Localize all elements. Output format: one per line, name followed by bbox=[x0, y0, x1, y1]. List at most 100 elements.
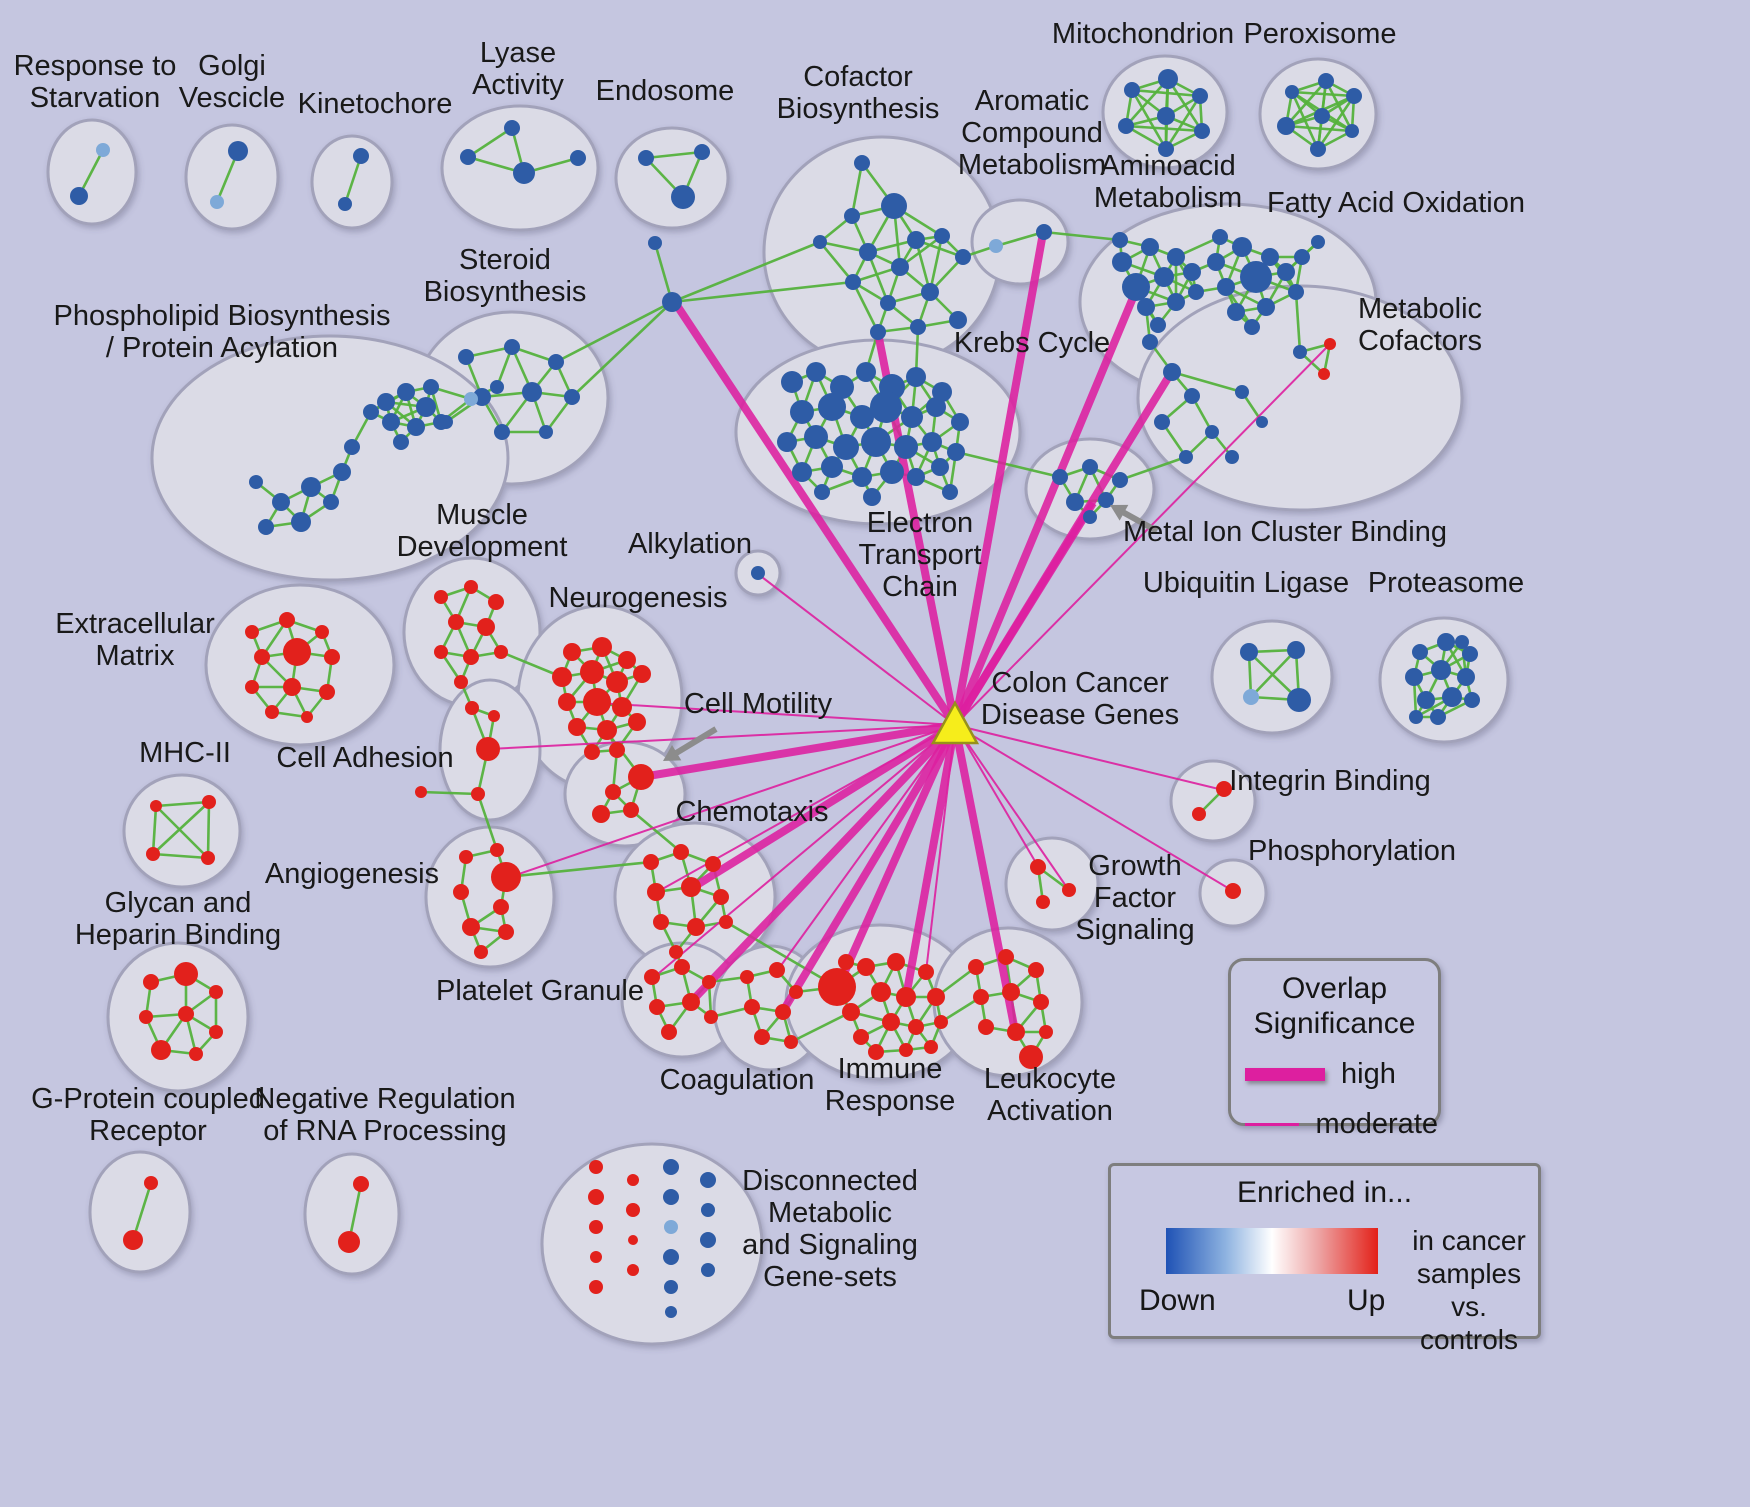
endosome-node[interactable] bbox=[694, 144, 710, 160]
negative-regulation-rna-processing-node[interactable] bbox=[353, 1176, 369, 1192]
disconnected-gene-sets-node[interactable] bbox=[663, 1189, 679, 1205]
ubiquitin-ligase-node[interactable] bbox=[1240, 643, 1258, 661]
negative-regulation-rna-processing-node[interactable] bbox=[338, 1231, 360, 1253]
proteasome-node[interactable] bbox=[1457, 668, 1475, 686]
lyase-activity-node[interactable] bbox=[513, 162, 535, 184]
neurogenesis-node[interactable] bbox=[628, 713, 646, 731]
immune-response-node[interactable] bbox=[918, 964, 934, 980]
proteasome-node[interactable] bbox=[1412, 644, 1428, 660]
neurogenesis-node[interactable] bbox=[584, 744, 600, 760]
muscle-development-node[interactable] bbox=[448, 614, 464, 630]
neurogenesis-node[interactable] bbox=[609, 742, 625, 758]
neurogenesis-node[interactable] bbox=[580, 660, 604, 684]
platelet-granule-node[interactable] bbox=[649, 999, 665, 1015]
fatty-acid-oxidation-node[interactable] bbox=[1232, 237, 1252, 257]
mhc-ii-node[interactable] bbox=[202, 795, 216, 809]
immune-response-node[interactable] bbox=[934, 1015, 948, 1029]
glycan-heparin-binding-node[interactable] bbox=[209, 985, 223, 999]
leukocyte-activation-node[interactable] bbox=[1039, 1025, 1053, 1039]
phospholipid-biosynthesis-node[interactable] bbox=[291, 512, 311, 532]
aminoacid-metabolism-node[interactable] bbox=[1137, 298, 1155, 316]
aromatic-compound-metabolism-node[interactable] bbox=[1036, 224, 1052, 240]
chemotaxis-node[interactable] bbox=[653, 914, 669, 930]
leukocyte-activation-node[interactable] bbox=[1007, 1023, 1025, 1041]
fatty-acid-oxidation-node[interactable] bbox=[1277, 263, 1295, 281]
disconnected-gene-sets-node[interactable] bbox=[700, 1172, 716, 1188]
ubiquitin-ligase-node[interactable] bbox=[1243, 689, 1259, 705]
coagulation-node[interactable] bbox=[784, 1035, 798, 1049]
response-to-starvation-node[interactable] bbox=[70, 187, 88, 205]
extracellular-matrix-node[interactable] bbox=[245, 680, 259, 694]
leukocyte-activation-node[interactable] bbox=[1019, 1045, 1043, 1069]
connector-node[interactable] bbox=[648, 236, 662, 250]
metabolic-cofactors-node[interactable] bbox=[1142, 334, 1158, 350]
disconnected-gene-sets-node[interactable] bbox=[626, 1203, 640, 1217]
chemotaxis-node[interactable] bbox=[643, 854, 659, 870]
metal-ion-cluster-binding-node[interactable] bbox=[1082, 459, 1098, 475]
phospholipid-biosynthesis-node[interactable] bbox=[397, 383, 415, 401]
platelet-granule-node[interactable] bbox=[682, 993, 700, 1011]
golgi-vescicle-node[interactable] bbox=[210, 195, 224, 209]
g-protein-coupled-receptor-node[interactable] bbox=[123, 1230, 143, 1250]
growth-factor-signaling-node[interactable] bbox=[1030, 859, 1046, 875]
cell-adhesion-node[interactable] bbox=[471, 787, 485, 801]
electron-transport-chain-node[interactable] bbox=[830, 375, 854, 399]
aminoacid-metabolism-node[interactable] bbox=[1167, 248, 1185, 266]
fatty-acid-oxidation-node[interactable] bbox=[1261, 248, 1279, 266]
extracellular-matrix-node[interactable] bbox=[245, 625, 259, 639]
extracellular-matrix-node[interactable] bbox=[265, 705, 279, 719]
ubiquitin-ligase-node[interactable] bbox=[1287, 688, 1311, 712]
phospholipid-biosynthesis-node[interactable] bbox=[433, 414, 449, 430]
steroid-biosynthesis-node[interactable] bbox=[504, 339, 520, 355]
cell-motility-node[interactable] bbox=[623, 802, 639, 818]
cofactor-biosynthesis-node[interactable] bbox=[813, 235, 827, 249]
disconnected-gene-sets-node[interactable] bbox=[627, 1264, 639, 1276]
electron-transport-chain-node[interactable] bbox=[814, 484, 830, 500]
neurogenesis-node[interactable] bbox=[597, 720, 617, 740]
cofactor-biosynthesis-node[interactable] bbox=[859, 243, 877, 261]
disconnected-gene-sets-node[interactable] bbox=[664, 1220, 678, 1234]
muscle-development-node[interactable] bbox=[464, 580, 478, 594]
coagulation-node[interactable] bbox=[775, 1004, 791, 1020]
immune-response-node[interactable] bbox=[882, 1013, 900, 1031]
neurogenesis-node[interactable] bbox=[568, 718, 586, 736]
mitochondrion-node[interactable] bbox=[1192, 88, 1208, 104]
disconnected-gene-sets-node[interactable] bbox=[628, 1235, 638, 1245]
proteasome-node[interactable] bbox=[1431, 660, 1451, 680]
metabolic-cofactors-node[interactable] bbox=[1154, 414, 1170, 430]
immune-response-node[interactable] bbox=[871, 982, 891, 1002]
cell-adhesion-node[interactable] bbox=[488, 710, 500, 722]
glycan-heparin-binding-node[interactable] bbox=[178, 1006, 194, 1022]
metabolic-cofactors-node[interactable] bbox=[1293, 345, 1307, 359]
electron-transport-chain-node[interactable] bbox=[863, 488, 881, 506]
phospholipid-biosynthesis-node[interactable] bbox=[382, 413, 400, 431]
golgi-vescicle-node[interactable] bbox=[228, 141, 248, 161]
leukocyte-activation-node[interactable] bbox=[1033, 994, 1049, 1010]
disconnected-gene-sets-node[interactable] bbox=[589, 1220, 603, 1234]
aromatic-compound-metabolism-node[interactable] bbox=[989, 239, 1003, 253]
kinetochore-node[interactable] bbox=[338, 197, 352, 211]
electron-transport-chain-node[interactable] bbox=[894, 435, 918, 459]
metal-ion-cluster-binding-node[interactable] bbox=[1083, 510, 1097, 524]
leukocyte-activation-node[interactable] bbox=[968, 959, 984, 975]
coagulation-node[interactable] bbox=[740, 970, 754, 984]
coagulation-node[interactable] bbox=[769, 962, 785, 978]
chemotaxis-node[interactable] bbox=[669, 945, 683, 959]
chemotaxis-node[interactable] bbox=[673, 844, 689, 860]
immune-response-node[interactable] bbox=[887, 953, 905, 971]
mitochondrion-node[interactable] bbox=[1157, 107, 1175, 125]
metabolic-cofactors-node[interactable] bbox=[1163, 363, 1181, 381]
electron-transport-chain-node[interactable] bbox=[804, 425, 828, 449]
steroid-biosynthesis-node[interactable] bbox=[539, 425, 553, 439]
immune-response-node[interactable] bbox=[896, 987, 916, 1007]
disconnected-gene-sets-node[interactable] bbox=[701, 1203, 715, 1217]
glycan-heparin-binding-node[interactable] bbox=[174, 962, 198, 986]
mhc-ii-node[interactable] bbox=[201, 851, 215, 865]
muscle-development-node[interactable] bbox=[434, 645, 448, 659]
peroxisome-node[interactable] bbox=[1277, 117, 1295, 135]
cofactor-biosynthesis-node[interactable] bbox=[921, 283, 939, 301]
aminoacid-metabolism-node[interactable] bbox=[1112, 232, 1128, 248]
leukocyte-activation-node[interactable] bbox=[1028, 962, 1044, 978]
phospholipid-biosynthesis-node[interactable] bbox=[363, 404, 379, 420]
metabolic-cofactors-node[interactable] bbox=[1225, 450, 1239, 464]
